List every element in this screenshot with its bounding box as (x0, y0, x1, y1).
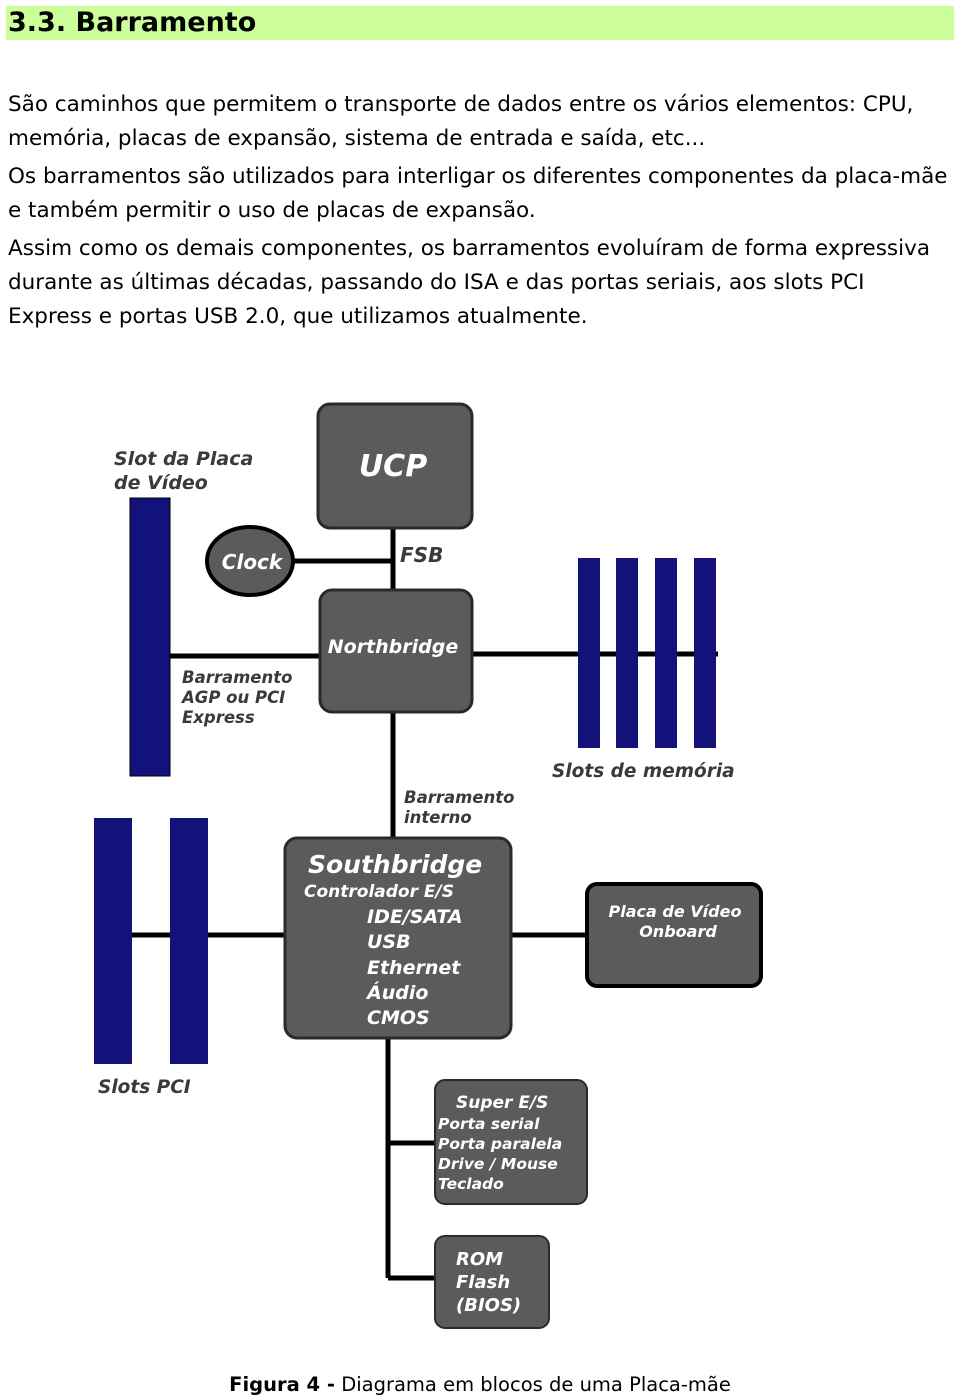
southbridge-item: USB (367, 931, 411, 953)
super-io-item: Porta serial (438, 1115, 540, 1133)
super-io-item: Teclado (438, 1175, 504, 1193)
southbridge-item: Controlador E/S (304, 882, 454, 902)
video-slot (129, 497, 171, 777)
fsb-label: FSB (400, 543, 443, 567)
memory-slot (655, 558, 677, 748)
southbridge-item: Ethernet (367, 957, 461, 979)
paragraph-usage: Os barramentos são utilizados para inter… (8, 164, 948, 223)
memory-slots (578, 558, 716, 748)
video-slot-label-line: Slot da Placa (114, 448, 253, 470)
agp-bus-caption: Barramento AGP ou PCI Express (180, 668, 292, 727)
northbridge-block: Northbridge (318, 588, 474, 714)
rom-label-line: (BIOS) (456, 1295, 521, 1316)
figure-label: Figura 4 - (229, 1373, 335, 1396)
internal-bus-caption: Barramento interno (404, 788, 514, 827)
super-io-item: Super E/S (456, 1093, 548, 1113)
memory-slot (694, 558, 716, 748)
video-slot-label-line: de Vídeo (114, 472, 208, 494)
northbridge-label: Northbridge (328, 636, 459, 658)
figure-caption: Figura 4 - Diagrama em blocos de uma Pla… (0, 1372, 960, 1398)
super-io-block: Super E/S Porta serial Porta paralela Dr… (434, 1079, 588, 1205)
southbridge-block: Southbridge Controlador E/S IDE/SATA USB… (283, 836, 513, 1040)
southbridge-item: Áudio (365, 981, 428, 1004)
memory-slot (616, 558, 638, 748)
paragraph-evolution: Assim como os demais componentes, os bar… (8, 236, 931, 329)
rom-label-line: Flash (456, 1272, 510, 1293)
super-io-item: Drive / Mouse (438, 1155, 558, 1173)
pci-slots-label: Slots PCI (98, 1077, 191, 1098)
motherboard-block-diagram: UCP Clock FSB Northbridge Slot da Placa … (94, 402, 763, 1329)
ucp-block: UCP (316, 402, 474, 530)
figure-text: Diagrama em blocos de uma Placa-mãe (341, 1373, 731, 1396)
internal-bus-label-line: Barramento (404, 788, 514, 807)
onboard-video-label-line: Onboard (639, 922, 717, 941)
agp-bus-label-line: AGP ou PCI (180, 688, 285, 707)
southbridge-title: Southbridge (308, 850, 482, 879)
video-slot-caption: Slot da Placa de Vídeo (114, 448, 253, 494)
super-io-item: Porta paralela (438, 1135, 562, 1153)
southbridge-item: CMOS (367, 1007, 430, 1029)
rom-block: ROM Flash (BIOS) (434, 1235, 550, 1329)
section-heading: 3.3. Barramento (6, 6, 954, 40)
onboard-video-label-line: Placa de Vídeo (609, 902, 742, 921)
body-text: São caminhos que permitem o transporte d… (8, 88, 952, 338)
pci-slot (170, 818, 208, 1064)
agp-bus-label-line: Express (182, 708, 255, 727)
onboard-video-block: Placa de Vídeo Onboard (585, 882, 763, 988)
internal-bus-label-line: interno (404, 808, 472, 827)
ucp-label: UCP (359, 449, 427, 484)
paragraph-definition: São caminhos que permitem o transporte d… (8, 92, 914, 151)
pci-slots (94, 818, 208, 1064)
southbridge-item: IDE/SATA (367, 906, 463, 928)
pci-slot (94, 818, 132, 1064)
clock-label: Clock (222, 550, 284, 574)
agp-bus-label-line: Barramento (182, 668, 292, 687)
memory-slot (578, 558, 600, 748)
rom-label-line: ROM (456, 1249, 503, 1270)
memory-slots-label: Slots de memória (552, 761, 735, 782)
clock-block: Clock (205, 525, 295, 597)
